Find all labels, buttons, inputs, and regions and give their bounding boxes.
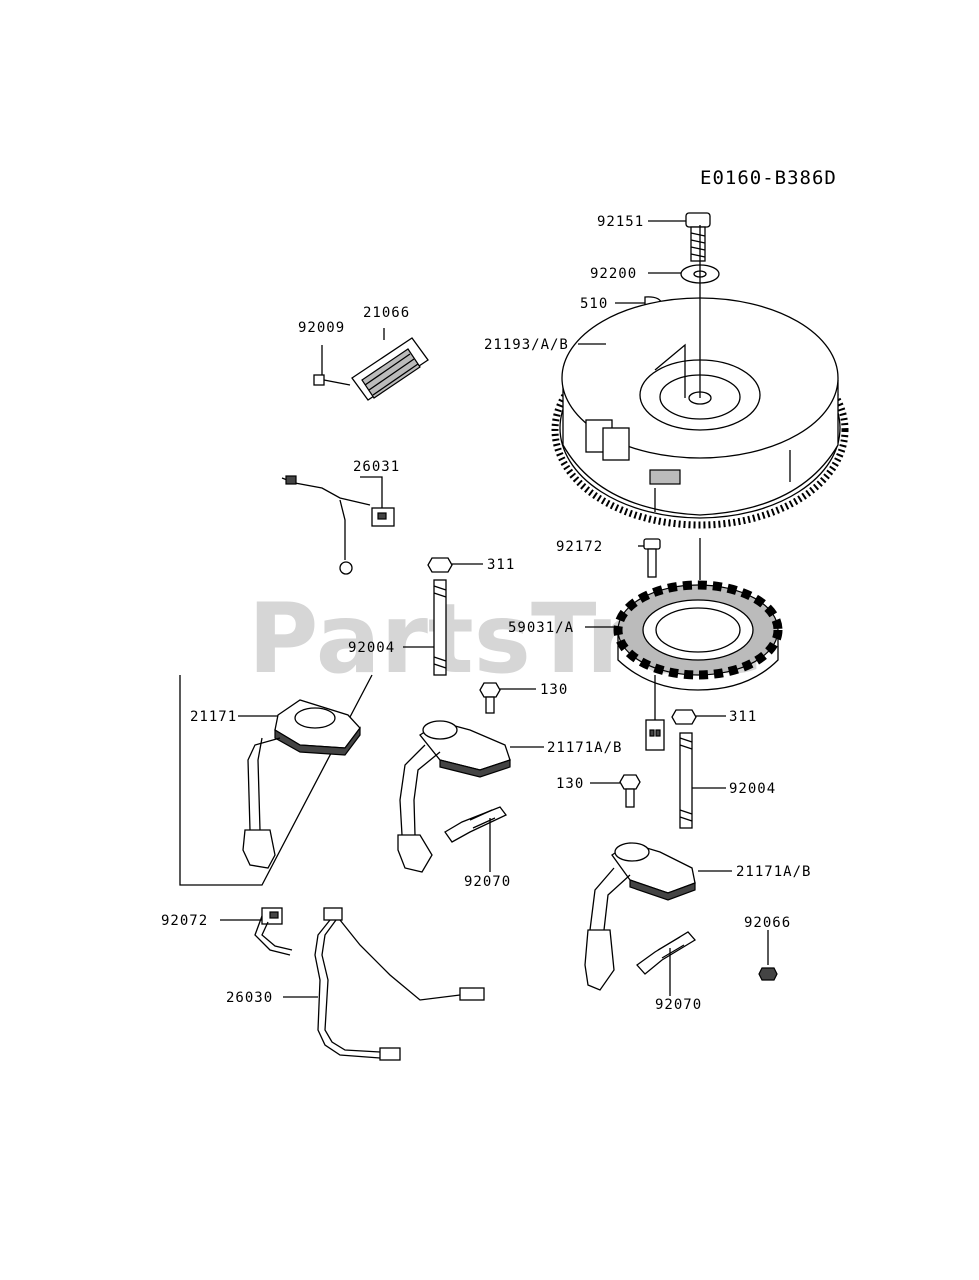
callout-21171ab-lower: 21171A/B (736, 864, 811, 880)
callout-311-right: 311 (729, 709, 757, 725)
callout-510: 510 (580, 296, 608, 312)
nut-311-right[interactable] (671, 709, 697, 725)
regulator-21066[interactable] (351, 337, 429, 401)
flywheel-21193[interactable] (551, 225, 849, 529)
spark-plug-92070-lower[interactable] (636, 931, 696, 975)
callout-92172: 92172 (556, 539, 603, 555)
stud-92004-left[interactable] (433, 579, 447, 676)
callout-92009: 92009 (298, 320, 345, 336)
ignition-coil-21171[interactable] (242, 699, 361, 869)
harness-26030[interactable] (314, 907, 485, 1061)
callout-21193: 21193/A/B (484, 337, 569, 353)
nut-311-left[interactable] (427, 557, 453, 573)
stator-59031[interactable] (613, 580, 783, 691)
diagram-code: E0160-B386D (700, 167, 837, 189)
bolt-92172[interactable] (643, 538, 661, 578)
callout-130-upper: 130 (540, 682, 568, 698)
callout-92004-right: 92004 (729, 781, 776, 797)
bolt-130-lower[interactable] (619, 774, 641, 808)
callout-26030: 26030 (226, 990, 273, 1006)
harness-26031[interactable] (281, 475, 395, 575)
callout-59031: 59031/A (508, 620, 574, 636)
callout-130-lower: 130 (556, 776, 584, 792)
callout-92072: 92072 (161, 913, 208, 929)
callout-311-left: 311 (487, 557, 515, 573)
ignition-coil-21171ab-lower[interactable] (584, 842, 696, 991)
callout-92070-upper: 92070 (464, 874, 511, 890)
callout-92066: 92066 (744, 915, 791, 931)
callout-92004-left: 92004 (348, 640, 395, 656)
stud-92004-right[interactable] (679, 732, 693, 829)
stator-connector[interactable] (645, 675, 665, 751)
screw-92009[interactable] (313, 374, 351, 386)
bolt-130-upper[interactable] (479, 682, 501, 714)
spark-plug-92070-upper[interactable] (444, 806, 507, 843)
callout-92070-lower: 92070 (655, 997, 702, 1013)
bolt-92151[interactable] (685, 212, 711, 262)
callout-21171ab-upper: 21171A/B (547, 740, 622, 756)
callout-92200: 92200 (590, 266, 637, 282)
wire-92072[interactable] (254, 907, 293, 956)
callout-92151: 92151 (597, 214, 644, 230)
callout-21066: 21066 (363, 305, 410, 321)
callout-26031: 26031 (353, 459, 400, 475)
ignition-coil-21171ab-upper[interactable] (397, 720, 511, 873)
callout-21171: 21171 (190, 709, 237, 725)
nut-92066[interactable] (758, 967, 778, 981)
